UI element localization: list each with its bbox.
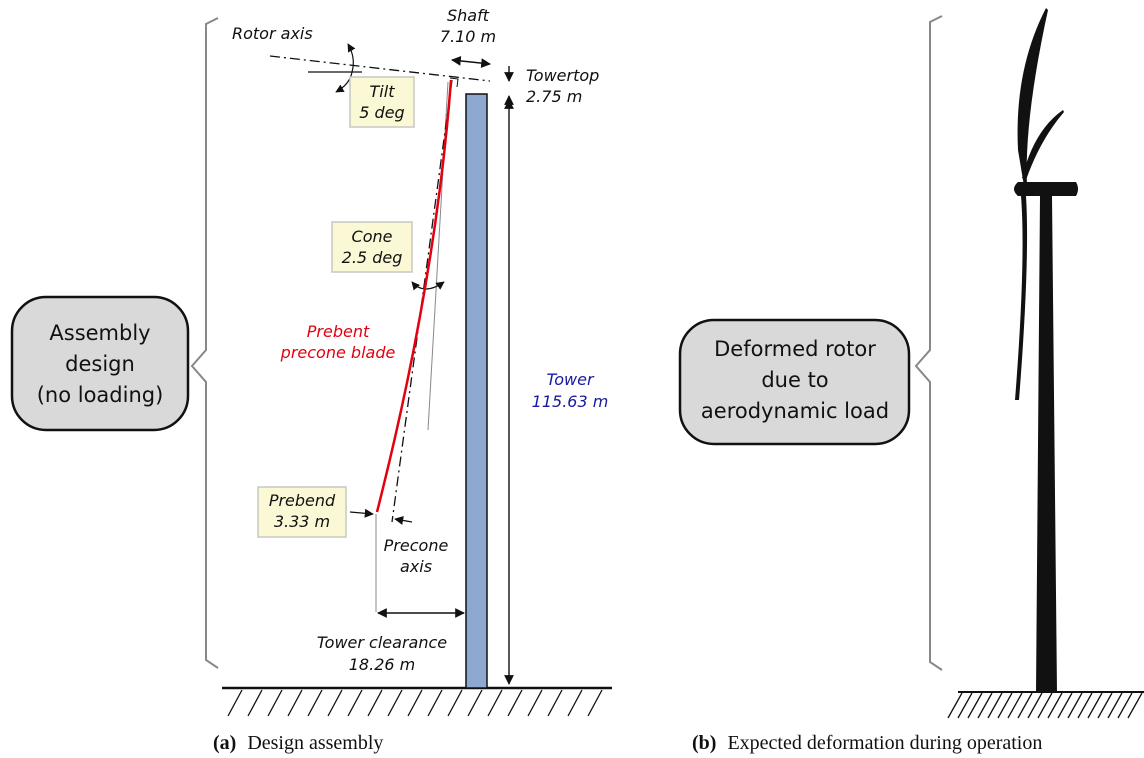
prebend-label: Prebend xyxy=(269,491,336,510)
prebend-value: 3.33 m xyxy=(274,512,330,531)
caption-a-label: (a) xyxy=(213,732,236,754)
panel-b: Deformed rotor due to aerodynamic load xyxy=(678,8,1144,754)
precone-axis-label: Precone xyxy=(384,536,449,555)
turbine-nacelle xyxy=(1014,182,1078,196)
left-brace xyxy=(190,17,219,669)
turbine-blade-lower xyxy=(1015,196,1028,400)
tilt-label: Tilt xyxy=(370,82,396,101)
cone-angle-arc xyxy=(411,281,445,291)
deformed-bubble-line2: due to xyxy=(761,368,828,392)
shaft-arrow xyxy=(451,56,491,68)
deformed-bubble-line1: Deformed rotor xyxy=(714,337,876,361)
tilt-angle-arc xyxy=(335,43,356,93)
turbine-blade-mid xyxy=(1022,110,1064,180)
tower-label: Tower xyxy=(546,370,595,389)
rotor-axis-label: Rotor axis xyxy=(232,24,313,43)
towertop-label: Towertop xyxy=(526,66,599,85)
tower xyxy=(465,93,488,689)
caption-a-text: Design assembly xyxy=(247,732,383,754)
assembly-bubble-line1: Assembly xyxy=(49,321,150,345)
prebend-note-box xyxy=(257,486,347,538)
ground-b-hatch xyxy=(947,692,1143,719)
prebend-arrow-left xyxy=(349,508,374,518)
cone-value: 2.5 deg xyxy=(342,248,403,267)
tilt-note-box xyxy=(349,76,415,128)
deformed-bubble-line3: aerodynamic load xyxy=(701,399,889,423)
ground-hatch xyxy=(227,689,603,717)
shaft-label: Shaft xyxy=(447,6,490,25)
blade-label-line2: precone blade xyxy=(280,343,396,362)
assembly-bubble-line3: (no loading) xyxy=(37,383,164,407)
right-angle-marker xyxy=(449,77,459,88)
deformed-bubble xyxy=(678,318,911,446)
prebent-blade xyxy=(375,79,453,513)
prebend-arrow-right xyxy=(394,515,413,525)
towertop-value: 2.75 m xyxy=(526,87,582,106)
tilt-value: 5 deg xyxy=(359,103,404,122)
precone-axis-label-line2: axis xyxy=(400,557,432,576)
cone-note-box xyxy=(331,221,413,273)
turbine-tower xyxy=(1036,196,1057,693)
clearance-value: 18.26 m xyxy=(349,655,415,674)
caption-b-label: (b) xyxy=(692,732,716,754)
caption-b: (b) Expected deformation during operatio… xyxy=(692,732,1042,754)
turbine-silhouette xyxy=(1014,8,1078,693)
panel-a: Assembly design (no loading) xyxy=(10,6,612,754)
tower-value: 115.63 m xyxy=(532,392,609,411)
right-brace xyxy=(914,15,943,671)
blade-label: Prebent xyxy=(307,322,370,341)
assembly-bubble xyxy=(10,295,190,432)
caption-b-text: Expected deformation during operation xyxy=(727,732,1042,754)
cone-label: Cone xyxy=(352,227,393,246)
turbine-blade-upper xyxy=(1017,8,1048,186)
clearance-label: Tower clearance xyxy=(317,633,447,652)
caption-a: (a) Design assembly xyxy=(213,732,383,754)
shaft-value: 7.10 m xyxy=(440,27,496,46)
assembly-bubble-line2: design xyxy=(65,352,135,376)
rotor-axis-line xyxy=(269,55,491,82)
